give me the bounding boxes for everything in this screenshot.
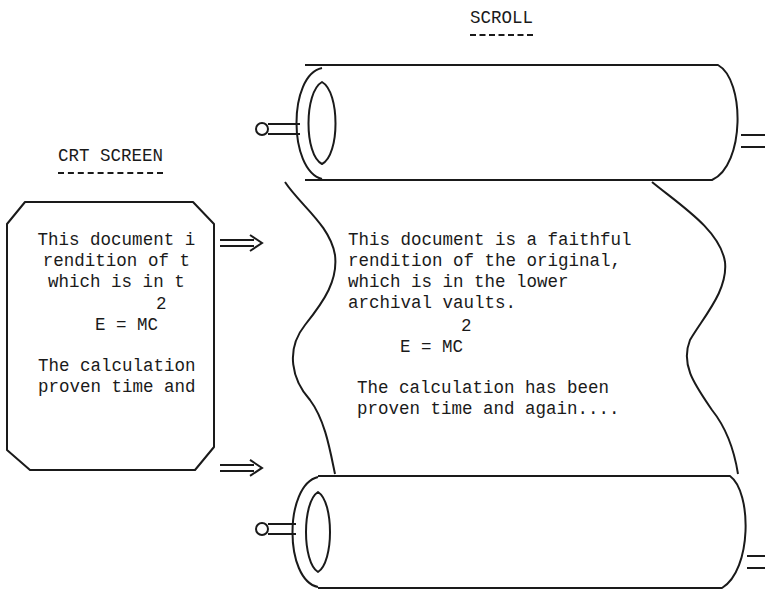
outline-stroke: [309, 82, 336, 164]
equation: E = MC: [95, 315, 158, 336]
outline-stroke: [268, 124, 300, 134]
outline-stroke: [747, 556, 765, 568]
scroll: SCROLLThis document is a faithful rendit…: [255, 55, 765, 590]
scroll-text: This document is a faithful rendition of…: [348, 230, 637, 314]
double-arrow: [220, 460, 262, 476]
scroll-heading: SCROLL: [470, 8, 533, 36]
scroll-outline: [255, 55, 765, 590]
outline-stroke: [305, 65, 738, 180]
exponent: 2: [461, 316, 472, 337]
outline-stroke: [318, 476, 746, 588]
exponent: 2: [156, 294, 167, 315]
arrow-shaft: [220, 465, 254, 471]
equation: E = MC: [400, 337, 463, 358]
arrow-head: [250, 235, 262, 251]
arrow-shaft: [220, 240, 254, 246]
outline-stroke: [652, 182, 738, 474]
outline-stroke: [306, 492, 330, 572]
screen-text: The calculation proven time and: [38, 356, 201, 398]
scroll-text: The calculation has been proven time and…: [357, 378, 625, 420]
outline-stroke: [268, 524, 296, 534]
roller-knob: [256, 523, 268, 535]
screen-text: This document i rendition of t which is …: [35, 230, 198, 293]
outline-stroke: [7, 202, 214, 470]
outline-stroke: [741, 135, 765, 147]
roller-knob: [256, 123, 268, 135]
crt-screen: CRT SCREENThis document i rendition of t…: [5, 200, 217, 472]
arrow-head: [250, 460, 262, 476]
screen-heading: CRT SCREEN: [58, 146, 163, 174]
double-arrow: [220, 235, 262, 251]
outline-stroke: [285, 182, 335, 474]
